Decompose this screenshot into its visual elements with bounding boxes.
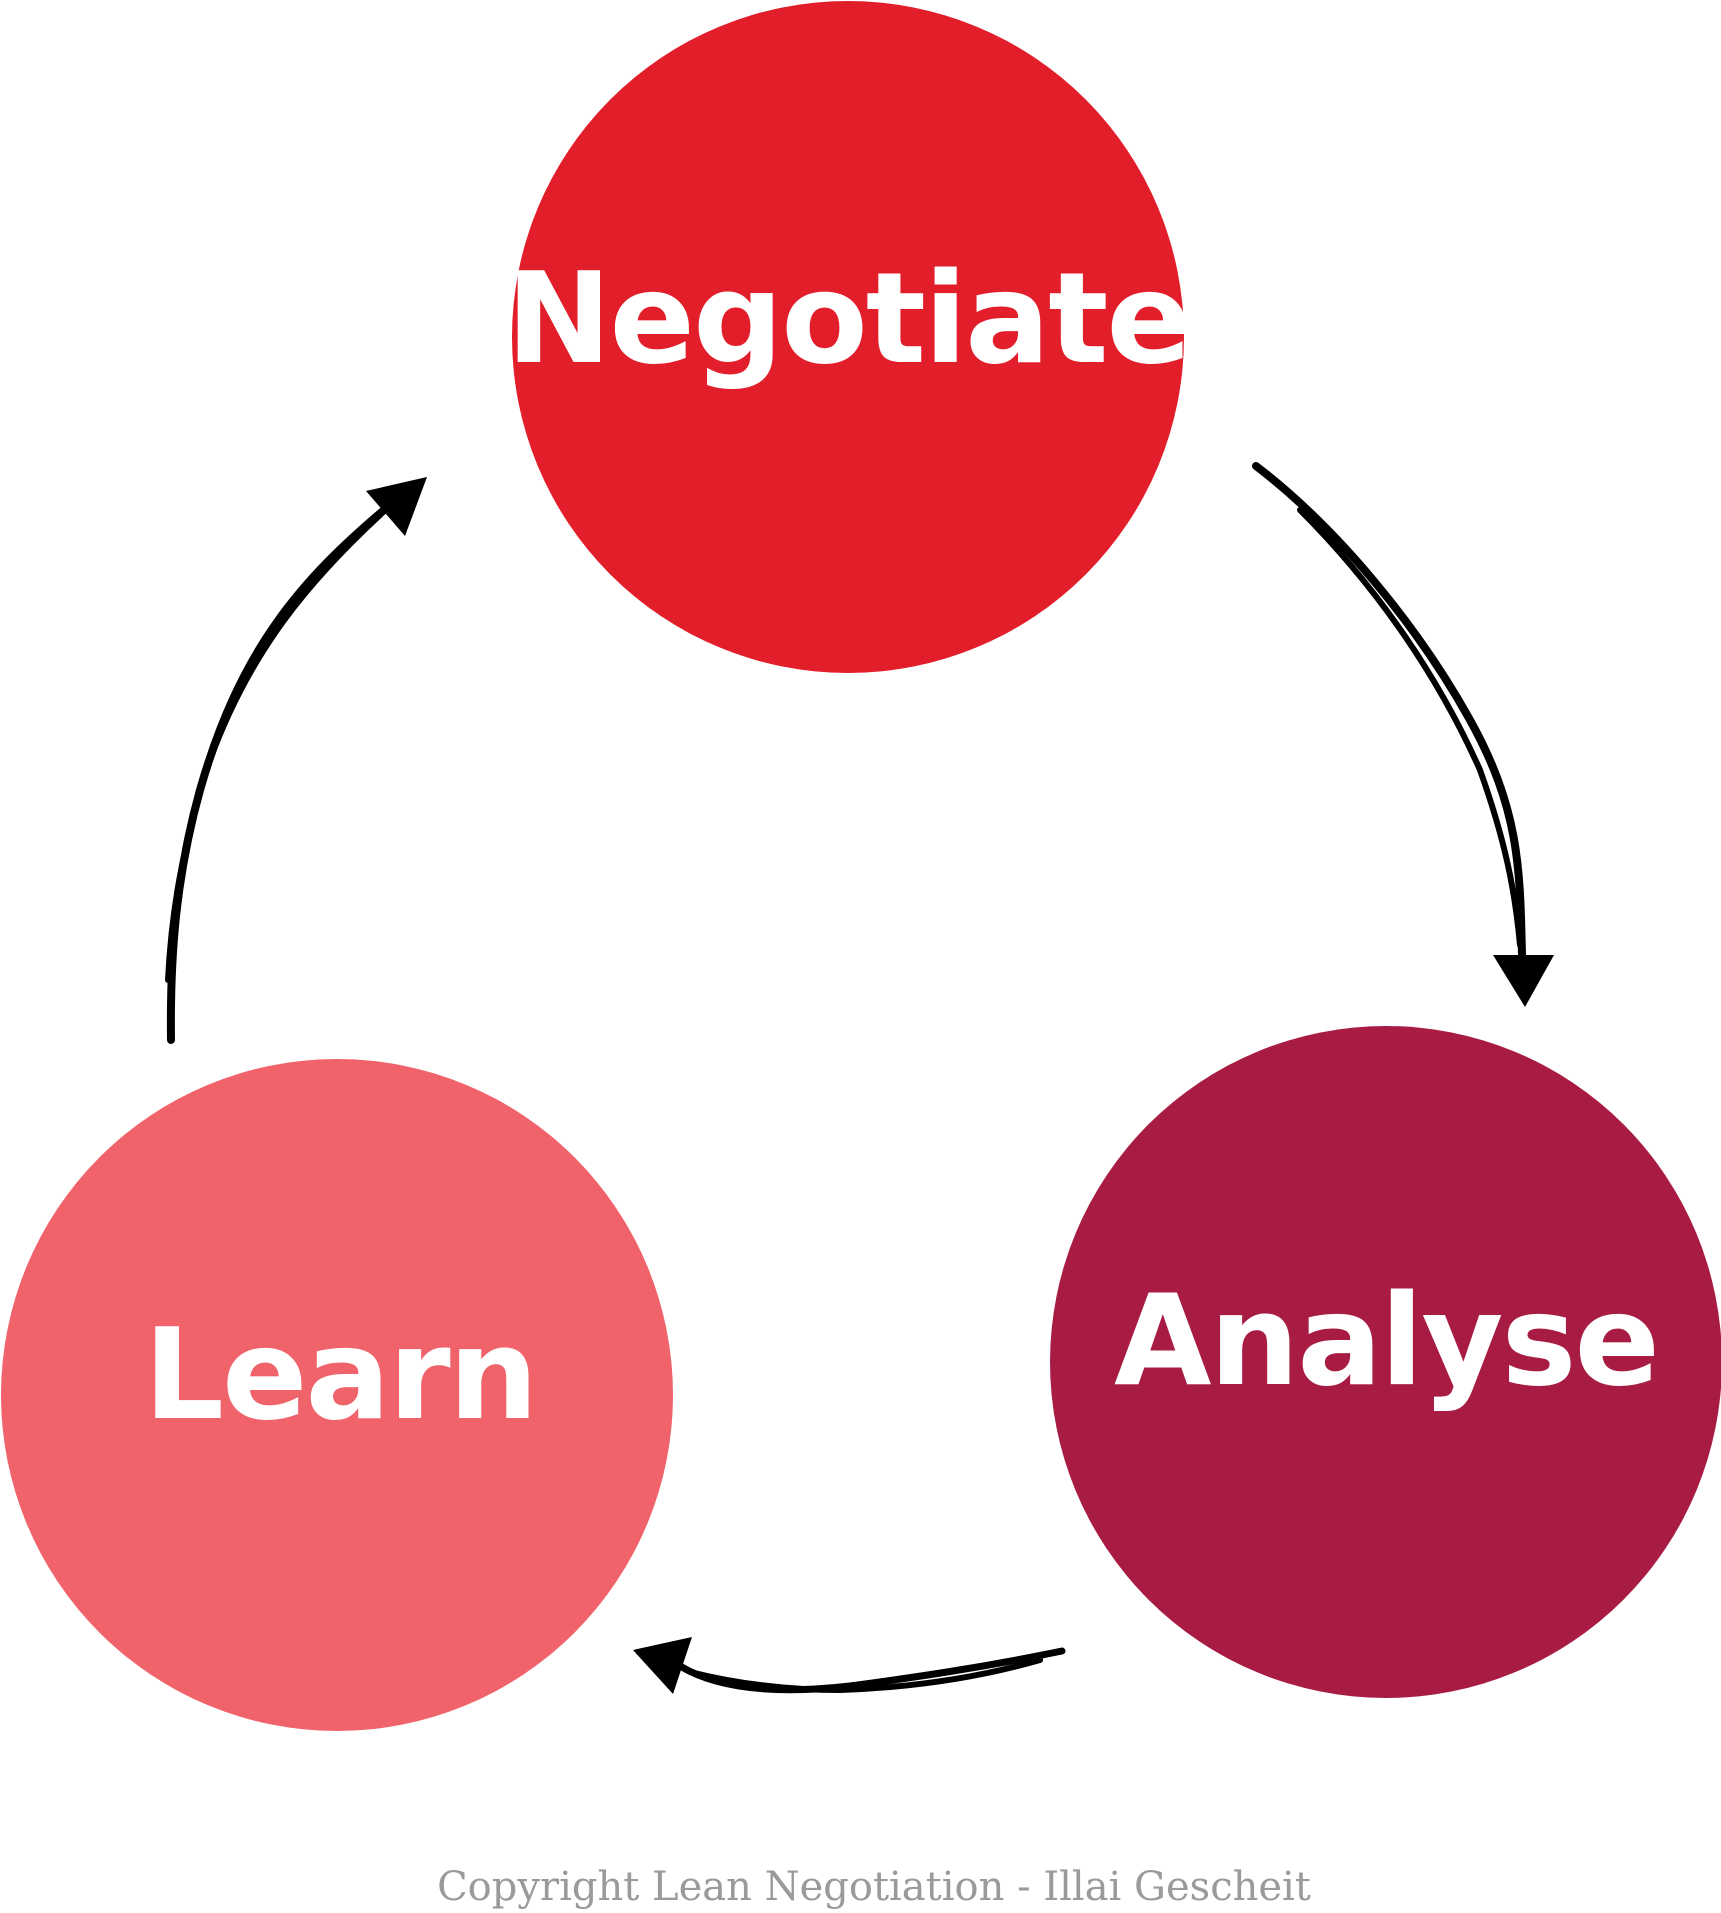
edge-analyse-to-learn [633, 1637, 1066, 1694]
arrow-negotiate-analyse-head [1493, 955, 1554, 1007]
arrow-analyse-learn-line-thick [687, 1657, 1043, 1694]
edge-learn-to-negotiate [165, 477, 427, 1044]
arrow-learn-negotiate-head [366, 477, 427, 536]
node-learn: Learn [1, 1059, 673, 1731]
arrow-analyse-learn-line [676, 1647, 1066, 1694]
node-analyse-label: Analyse [1114, 1267, 1658, 1414]
arrow-negotiate-analyse-line-thick [1297, 507, 1523, 948]
arrow-negotiate-analyse-line [1252, 462, 1526, 959]
node-learn-circle [1, 1059, 673, 1731]
arrow-analyse-learn-head [633, 1637, 692, 1694]
node-learn-label: Learn [144, 1301, 537, 1448]
node-negotiate: Negotiate [506, 1, 1192, 673]
node-negotiate-circle [512, 1, 1184, 673]
edge-negotiate-to-analyse [1252, 462, 1554, 1007]
node-analyse: Analyse [1050, 1026, 1721, 1698]
copyright-text: Copyright Lean Negotiation - Illai Gesch… [437, 1864, 1311, 1910]
node-negotiate-label: Negotiate [506, 245, 1190, 392]
arrow-learn-negotiate-line-thick [165, 512, 383, 983]
node-analyse-circle [1050, 1026, 1721, 1698]
